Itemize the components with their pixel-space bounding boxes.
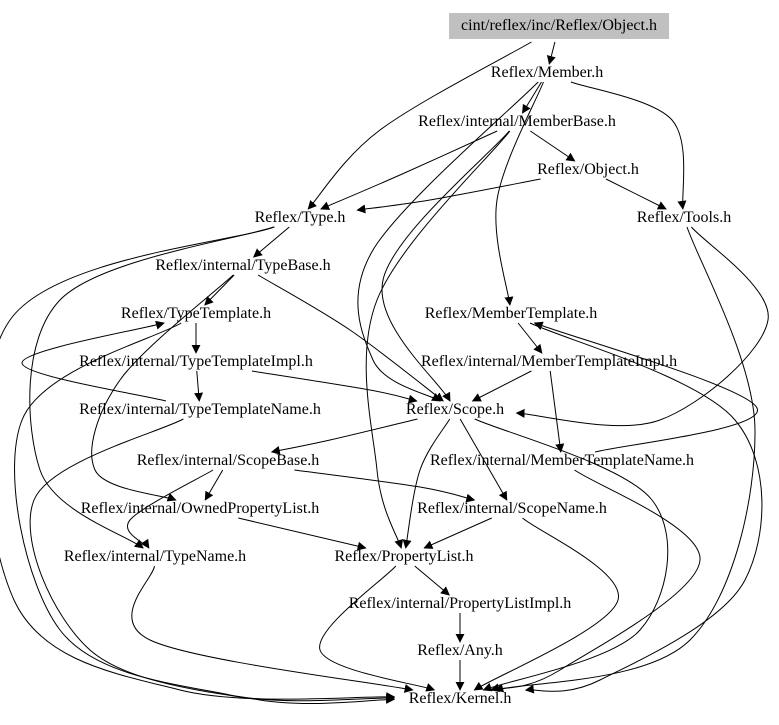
edge-membertemplatename-to-kernel <box>490 469 701 693</box>
graph-node-type[interactable]: Reflex/Type.h <box>254 209 346 226</box>
edge-tools-to-kernel <box>494 226 756 693</box>
graph-node-typetemplatename[interactable]: Reflex/internal/TypeTemplateName.h <box>79 401 321 418</box>
graph-node-scopebase[interactable]: Reflex/internal/ScopeBase.h <box>136 452 320 469</box>
edge-typebase-to-owned <box>91 274 234 502</box>
edge-typetemplateimpl-to-scope <box>251 370 418 404</box>
edge-memberbase-to-object <box>530 130 576 162</box>
graph-node-typetemplate[interactable]: Reflex/TypeTemplate.h <box>120 305 272 322</box>
graph-node-propertylist[interactable]: Reflex/PropertyList.h <box>334 548 474 565</box>
edge-membertemplate-to-kernel <box>524 322 763 694</box>
edge-memberbase-to-propertylist <box>365 130 511 549</box>
graph-node-propertylistimpl[interactable]: Reflex/internal/PropertyListImpl.h <box>348 595 572 612</box>
graph-node-membertemplate[interactable]: Reflex/MemberTemplate.h <box>424 305 598 322</box>
edge-type-to-kernel <box>0 226 396 702</box>
graph-node-typetemplateimpl[interactable]: Reflex/internal/TypeTemplateImpl.h <box>79 353 313 370</box>
edge-membertemplate-to-membertemplateimpl <box>517 322 543 354</box>
edge-propertylist-to-kernel <box>319 565 436 692</box>
edge-scopebase-to-scopename <box>294 469 476 503</box>
edge-memberbase-to-scope <box>381 130 510 402</box>
edge-scopename-to-kernel <box>473 517 619 691</box>
graph-node-scopename[interactable]: Reflex/internal/ScopeName.h <box>417 500 607 517</box>
edge-membertemplateimpl-to-scope <box>471 370 532 402</box>
edge-member-to-scope <box>357 81 539 402</box>
edge-typebase-to-typetemplate <box>204 274 235 306</box>
edge-scope-to-propertylist <box>402 418 451 549</box>
edge-object-to-tools <box>605 178 667 210</box>
graph-node-tools[interactable]: Reflex/Tools.h <box>636 209 732 226</box>
edge-typetemplatename-to-kernel <box>29 418 396 705</box>
edge-typetemplate-to-kernel <box>14 322 396 703</box>
graph-node-membertemplatename[interactable]: Reflex/internal/MemberTemplateName.h <box>429 452 695 469</box>
edge-root-to-type <box>307 41 532 210</box>
graph-node-any[interactable]: Reflex/Any.h <box>417 642 503 659</box>
graph-node-member[interactable]: Reflex/Member.h <box>490 64 604 81</box>
graph-node-root[interactable]: cint/reflex/inc/Reflex/Object.h <box>449 13 669 39</box>
edge-member-to-memberbase <box>522 81 542 114</box>
edge-object-to-type <box>356 178 541 214</box>
edge-scopename-to-propertylist <box>423 517 492 549</box>
graph-node-scope[interactable]: Reflex/Scope.h <box>405 401 505 418</box>
edge-type-to-typebase <box>252 226 290 258</box>
edge-typename-to-kernel <box>131 565 414 693</box>
edge-owned-to-propertylist <box>238 517 367 551</box>
edge-typetemplatename-to-typetemplate <box>21 320 167 402</box>
edge-membertemplatename-to-membertemplate <box>533 321 758 453</box>
edge-typetemplateimpl-to-typetemplatename <box>194 370 204 402</box>
graph-node-object[interactable]: Reflex/Object.h <box>537 161 639 178</box>
edge-scope-to-kernel <box>474 418 669 692</box>
edge-scopebase-to-owned <box>204 469 224 501</box>
edge-root-to-member <box>546 41 556 65</box>
edge-scopebase-to-typename <box>127 469 214 549</box>
edge-scope-to-scopebase <box>270 418 418 455</box>
edge-type-to-typename <box>29 226 274 549</box>
graph-node-typebase[interactable]: Reflex/internal/TypeBase.h <box>155 257 331 274</box>
edge-scope-to-scopename <box>459 418 508 501</box>
graph-node-kernel[interactable]: Reflex/Kernel.h <box>408 690 512 707</box>
graph-node-owned[interactable]: Reflex/internal/OwnedPropertyList.h <box>80 500 320 517</box>
edge-membertemplateimpl-to-membertemplatename <box>549 370 565 453</box>
edge-member-to-membertemplate <box>495 81 544 306</box>
edge-propertylist-to-propertylistimpl <box>414 565 450 596</box>
edge-tools-to-scope <box>515 226 769 427</box>
graph-node-memberbase[interactable]: Reflex/internal/MemberBase.h <box>418 113 616 130</box>
graph-node-membertemplateimpl[interactable]: Reflex/internal/MemberTemplateImpl.h <box>420 353 678 370</box>
edge-member-to-tools <box>570 81 687 210</box>
edge-typebase-to-scope <box>257 274 444 402</box>
graph-node-typename[interactable]: Reflex/internal/TypeName.h <box>63 548 247 565</box>
edge-memberbase-to-type <box>320 130 498 210</box>
edges-group <box>0 41 769 705</box>
